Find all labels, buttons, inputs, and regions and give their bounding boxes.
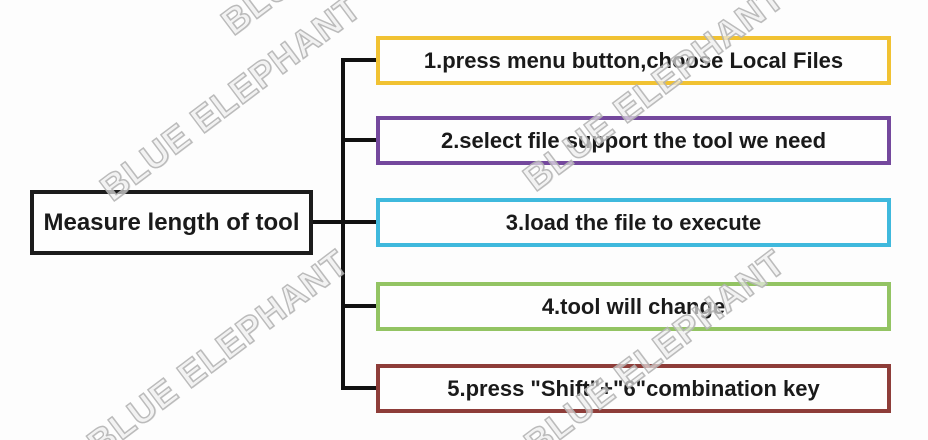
- watermark-text: BLUE ELEPHANT: [79, 241, 357, 440]
- step-box-4: 4.tool will change: [376, 282, 891, 331]
- step-box-1: 1.press menu button,choose Local Files: [376, 36, 891, 85]
- connector-branch-step-4: [341, 304, 376, 308]
- connector-branch-step-2: [341, 138, 376, 142]
- connector-branch-root: [313, 220, 376, 224]
- connector-branch-step-1: [341, 58, 376, 62]
- connector-spine: [341, 58, 345, 390]
- step-box-3: 3.load the file to execute: [376, 198, 891, 247]
- step-box-5: 5.press "Shift"+"6"combination key: [376, 364, 891, 413]
- watermark-text: BLUE ELEPHANT: [92, 0, 370, 210]
- step-box-2: 2.select file support the tool we need: [376, 116, 891, 165]
- watermark-text: BLUE ELEPHANT: [515, 0, 793, 200]
- root-box-measure-length: Measure length of tool: [30, 190, 313, 255]
- connector-branch-step-5: [341, 386, 376, 390]
